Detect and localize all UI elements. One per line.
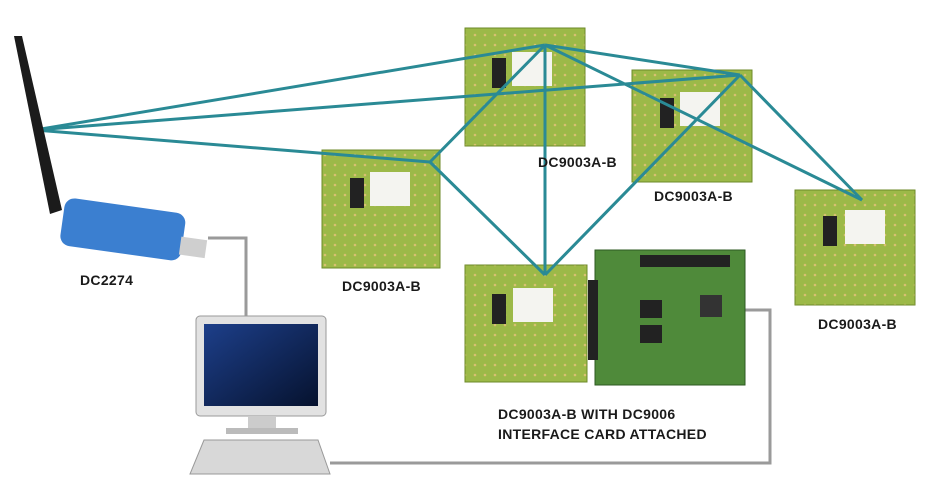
node-board-right <box>794 189 916 306</box>
computer-monitor-icon <box>195 315 327 434</box>
label-interface-line1: DC9003A-B WITH DC9006 <box>498 406 676 422</box>
node-board-left <box>321 149 441 269</box>
node-board-bottom <box>464 264 588 383</box>
antenna-icon <box>14 36 62 214</box>
label-interface-line2: INTERFACE CARD ATTACHED <box>498 426 707 442</box>
label-node-right: DC9003A-B <box>818 316 897 332</box>
interface-card <box>588 249 746 386</box>
usb-dongle <box>60 198 208 261</box>
serial-cable <box>330 308 772 465</box>
usb-cable <box>208 236 248 322</box>
label-node-left: DC9003A-B <box>342 278 421 294</box>
keyboard-icon <box>189 439 331 475</box>
label-node-top-right: DC9003A-B <box>654 188 733 204</box>
mesh-links <box>34 43 864 277</box>
label-dongle: DC2274 <box>80 272 134 288</box>
label-node-top: DC9003A-B <box>538 154 617 170</box>
